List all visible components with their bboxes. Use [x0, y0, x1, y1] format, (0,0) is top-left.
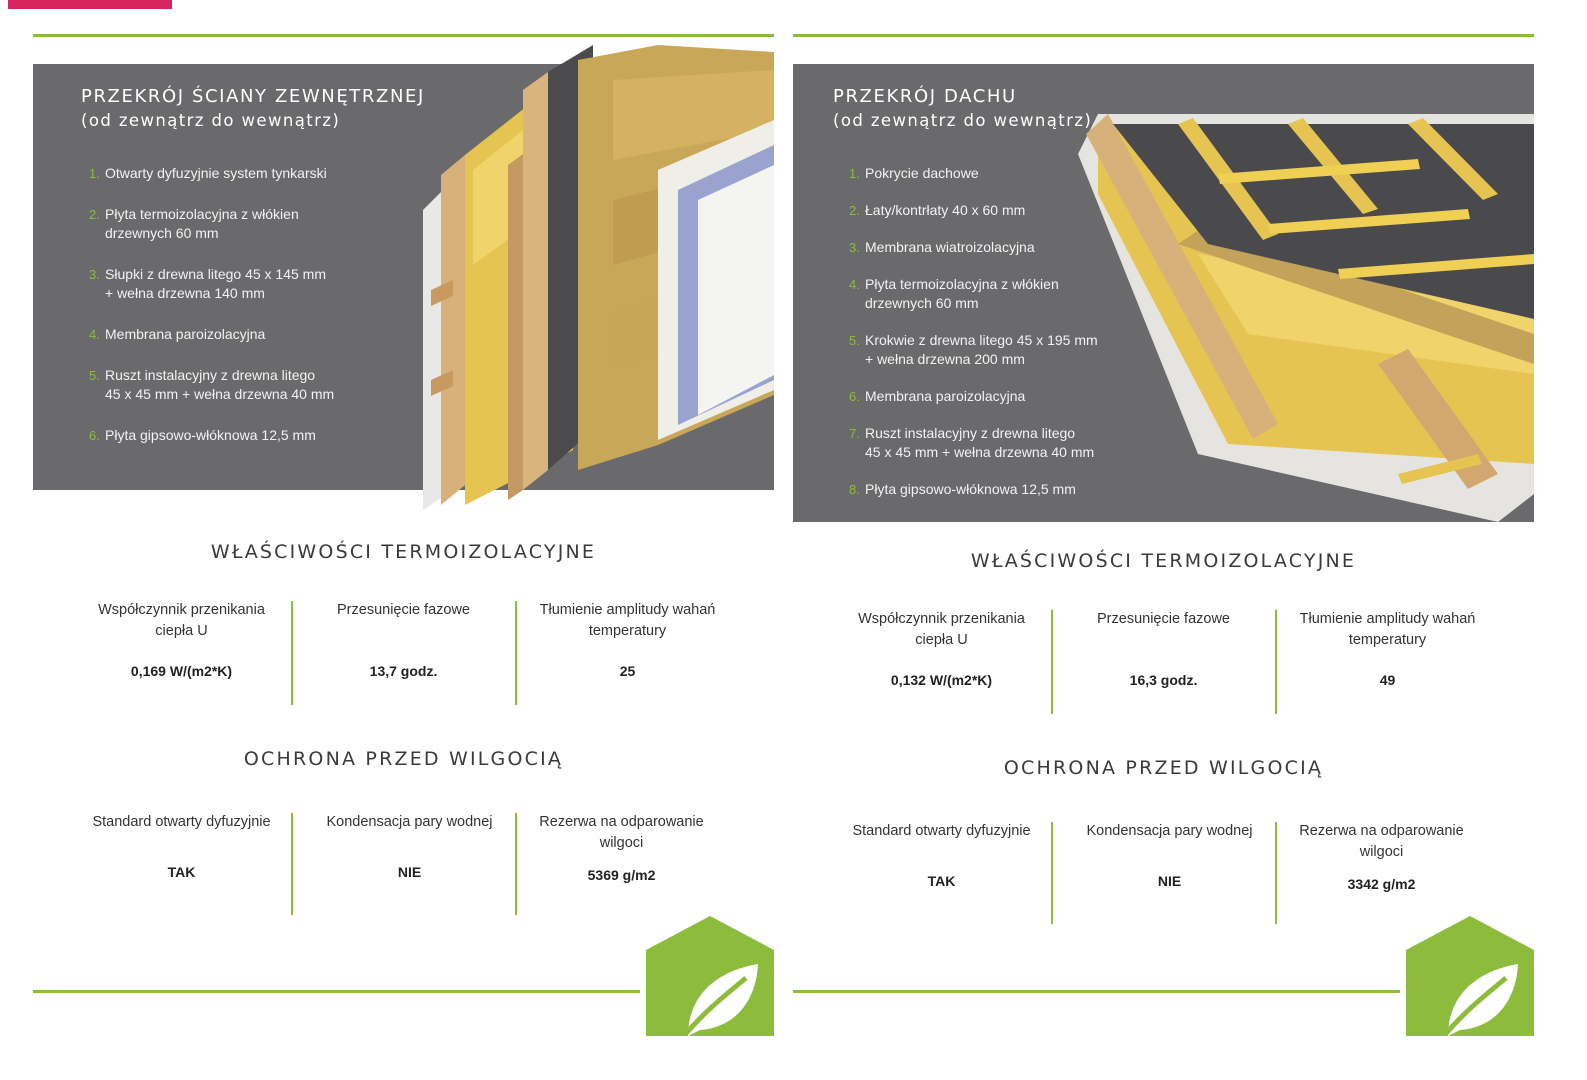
layer-item: 3.Membrana wiatroizolacyjna: [849, 239, 1035, 255]
layer-item: 5.Krokwie z drewna litego 45 x 195 mm + …: [849, 332, 1098, 367]
u-value: 0,169 W/(m2*K): [130, 663, 233, 679]
layer-item: 5.Ruszt instalacyjny z drewna litego 45 …: [89, 367, 335, 402]
u-value-column: Współczynnik przenikania ciepła U 0,132 …: [829, 609, 1054, 688]
phase-shift-column: Przesunięcie fazowe 16,3 godz.: [1051, 609, 1276, 688]
drying-reserve-column: Rezerwa na odparowanie wilgoci 3342 g/m2: [1269, 821, 1494, 892]
drying-reserve-column: Rezerwa na odparowanie wilgoci 5369 g/m2: [509, 812, 734, 883]
bottom-divider: [793, 990, 1400, 993]
installation-batten: [441, 155, 465, 505]
column-divider: [1275, 610, 1277, 714]
condensation-label: Kondensacja pary wodnej: [1086, 823, 1253, 839]
column-divider: [515, 813, 517, 915]
diffusion-open-column: Standard otwarty dyfuzyjnie TAK: [69, 812, 294, 880]
layer-item: 2.Płyta termoizolacyjna z włókien drzewn…: [89, 206, 299, 241]
layer-item: 7.Ruszt instalacyjny z drewna litego 45 …: [849, 425, 1095, 460]
condensation-value: NIE: [397, 864, 422, 880]
roof-cross-section-illustration: [1078, 114, 1534, 522]
layer-item: 6.Płyta gipsowo-włóknowa 12,5 mm: [89, 427, 316, 443]
phase-shift-value: 13,7 godz.: [369, 663, 438, 679]
layer-item: 8.Płyta gipsowo-włóknowa 12,5 mm: [849, 481, 1076, 497]
amplitude-value: 25: [619, 663, 636, 679]
top-corner-tab: [8, 0, 172, 9]
drying-reserve-value: 5369 g/m2: [587, 867, 656, 883]
roof-section-panel: PRZEKRÓJ DACHU (od zewnątrz do wewnątrz)…: [793, 0, 1534, 1080]
layer-item: 2.Łaty/kontrłaty 40 x 60 mm: [849, 202, 1026, 218]
condensation-column: Kondensacja pary wodnej NIE: [297, 812, 522, 880]
column-divider: [1051, 610, 1053, 714]
wall-layer-list: 1.Otwarty dyfuzyjnie system tynkarski 2.…: [89, 164, 334, 445]
amplitude-value: 49: [1379, 672, 1396, 688]
roof-section-box: PRZEKRÓJ DACHU (od zewnątrz do wewnątrz)…: [793, 64, 1534, 522]
diffusion-open-column: Standard otwarty dyfuzyjnie TAK: [829, 821, 1054, 889]
diffusion-open-label: Standard otwarty dyfuzyjnie: [92, 814, 271, 830]
u-value-label: Współczynnik przenikania ciepła U: [98, 602, 265, 639]
wall-cross-section-illustration: [423, 45, 774, 510]
phase-shift-column: Przesunięcie fazowe 13,7 godz.: [291, 600, 516, 679]
bottom-divider: [33, 990, 640, 993]
diffusion-open-value: TAK: [927, 873, 956, 889]
roof-layer-list: 1.Pokrycie dachowe 2.Łaty/kontrłaty 40 x…: [849, 164, 1098, 499]
drying-reserve-label: Rezerwa na odparowanie wilgoci: [1299, 823, 1464, 860]
wall-section-panel: PRZEKRÓJ ŚCIANY ZEWNĘTRZNEJ (od zewnątrz…: [33, 0, 774, 1080]
phase-shift-value: 16,3 godz.: [1129, 672, 1198, 688]
wall-section-title: PRZEKRÓJ ŚCIANY ZEWNĘTRZNEJ: [81, 86, 425, 107]
wood-stud: [523, 72, 548, 490]
amplitude-label: Tłumienie amplitudy wahań temperatury: [539, 602, 716, 639]
column-divider: [1051, 822, 1053, 924]
moisture-protection-title: OCHRONA PRZED WILGOCIĄ: [1003, 757, 1324, 779]
thermal-properties-title: WŁAŚCIWOŚCI TERMOIZOLACYJNE: [210, 541, 597, 563]
top-divider: [793, 34, 1534, 37]
drying-reserve-value: 3342 g/m2: [1347, 876, 1416, 892]
rafter: [1378, 349, 1498, 489]
top-divider: [33, 34, 774, 37]
amplitude-column: Tłumienie amplitudy wahań temperatury 49: [1275, 609, 1500, 688]
layer-item: 6.Membrana paroizolacyjna: [849, 388, 1026, 404]
batten: [1218, 159, 1420, 184]
u-value-label: Współczynnik przenikania ciepła U: [858, 611, 1025, 648]
column-divider: [291, 601, 293, 705]
thermal-properties-title: WŁAŚCIWOŚCI TERMOIZOLACYJNE: [970, 550, 1357, 572]
installation-batten: [1398, 454, 1482, 484]
layer-item: 4.Płyta termoizolacyjna z włókien drzewn…: [849, 276, 1059, 311]
condensation-value: NIE: [1157, 873, 1182, 889]
u-value: 0,132 W/(m2*K): [890, 672, 993, 688]
phase-shift-label: Przesunięcie fazowe: [337, 602, 470, 618]
layer-item: 4.Membrana paroizolacyjna: [89, 326, 266, 342]
column-divider: [515, 601, 517, 705]
layer-item: 1.Pokrycie dachowe: [849, 165, 979, 181]
layer-item: 1.Otwarty dyfuzyjnie system tynkarski: [89, 165, 327, 181]
wood-fibre-board: [1178, 224, 1534, 364]
phase-shift-label: Przesunięcie fazowe: [1097, 611, 1230, 627]
condensation-column: Kondensacja pary wodnej NIE: [1057, 821, 1282, 889]
condensation-label: Kondensacja pary wodnej: [326, 814, 493, 830]
u-value-column: Współczynnik przenikania ciepła U 0,169 …: [69, 600, 294, 679]
wall-section-subtitle: (od zewnątrz do wewnątrz): [81, 111, 341, 130]
layer-item: 3.Słupki z drewna litego 45 x 145 mm + w…: [89, 266, 326, 301]
roof-section-title: PRZEKRÓJ DACHU: [833, 86, 1017, 107]
amplitude-label: Tłumienie amplitudy wahań temperatury: [1299, 611, 1476, 648]
roof-section-subtitle: (od zewnątrz do wewnątrz): [833, 111, 1093, 130]
drying-reserve-label: Rezerwa na odparowanie wilgoci: [539, 814, 704, 851]
rafter: [1086, 114, 1278, 439]
eco-house-leaf-icon: [1406, 916, 1534, 1036]
column-divider: [291, 813, 293, 915]
moisture-protection-title: OCHRONA PRZED WILGOCIĄ: [243, 748, 564, 770]
column-divider: [1275, 822, 1277, 924]
eco-house-leaf-icon: [646, 916, 774, 1036]
diffusion-open-value: TAK: [167, 864, 196, 880]
diffusion-open-label: Standard otwarty dyfuzyjnie: [852, 823, 1031, 839]
amplitude-column: Tłumienie amplitudy wahań temperatury 25: [515, 600, 740, 679]
